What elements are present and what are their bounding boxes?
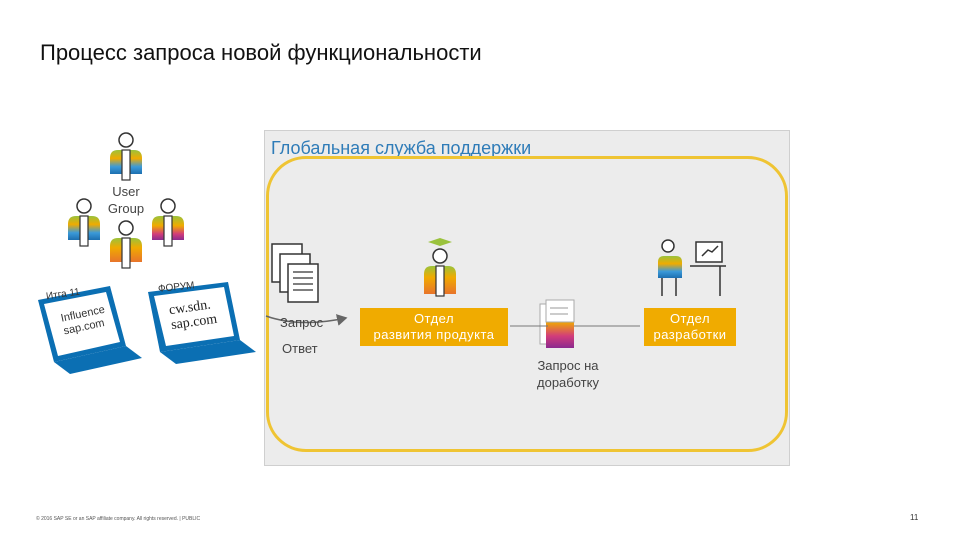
request-label: Запрос bbox=[280, 315, 324, 330]
laptop-icon bbox=[38, 286, 142, 374]
user-group-line2: Group bbox=[107, 201, 145, 216]
page-title: Процесс запроса новой функциональности bbox=[40, 40, 482, 65]
dev-dept-line1: Отдел bbox=[669, 311, 711, 326]
product-dev-line2: развития продукта bbox=[373, 327, 495, 342]
support-boundary bbox=[266, 156, 788, 452]
product-dev-line1: Отдел bbox=[413, 311, 455, 326]
user-group-line1: User bbox=[112, 184, 140, 199]
rework-document-icon bbox=[539, 299, 575, 348]
support-panel bbox=[264, 130, 790, 466]
product-manager-icon bbox=[424, 238, 456, 297]
user-person-icon bbox=[110, 132, 142, 181]
user-person-icon bbox=[152, 198, 184, 247]
dev-dept-line2: разработки bbox=[653, 327, 727, 342]
user-group-label: User Group bbox=[100, 183, 152, 217]
rework-label: Запрос на доработку bbox=[526, 357, 610, 391]
laptop-right-screen: cw.sdn. sap.com bbox=[168, 297, 218, 334]
support-title: Глобальная служба поддержки bbox=[271, 138, 532, 158]
rework-line2: доработку bbox=[537, 375, 599, 390]
user-person-icon bbox=[68, 198, 100, 247]
page-number: 11 bbox=[910, 513, 919, 522]
product-dev-box: Отдел развития продукта bbox=[360, 308, 508, 346]
copyright-footer: © 2016 SAP SE or an SAP affiliate compan… bbox=[36, 516, 201, 522]
developer-desk-icon bbox=[658, 239, 726, 296]
flow-arrow bbox=[265, 314, 348, 326]
dev-dept-box: Отдел разработки bbox=[644, 308, 736, 346]
document-stack-icon bbox=[271, 243, 319, 303]
rework-line1: Запрос на bbox=[537, 358, 599, 373]
user-person-icon bbox=[110, 220, 142, 269]
laptop-icon bbox=[148, 282, 256, 364]
answer-label: Ответ bbox=[282, 341, 318, 356]
